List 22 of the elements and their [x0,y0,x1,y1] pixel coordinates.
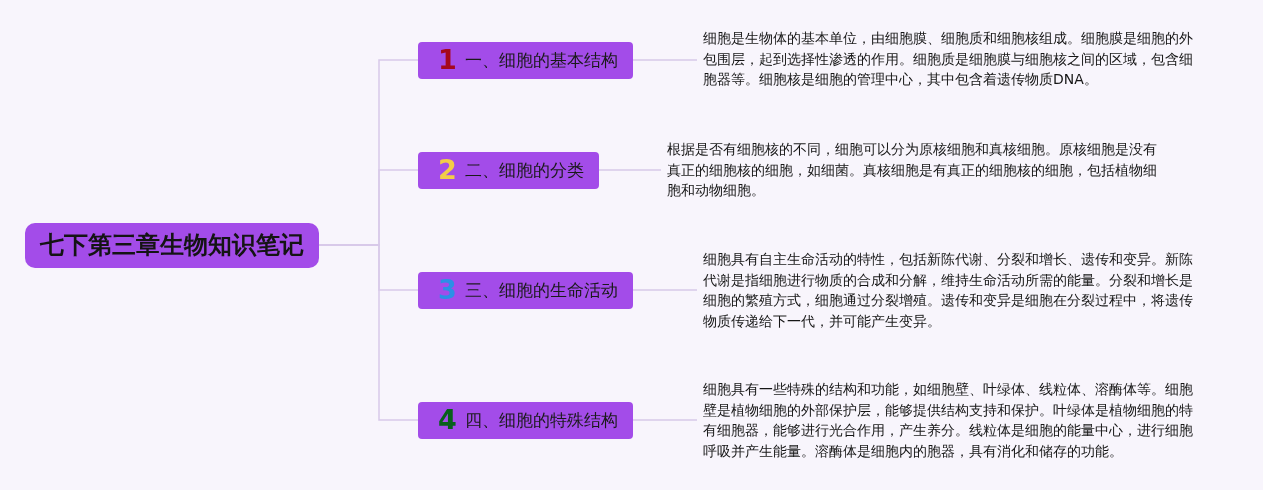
root-topic: 七下第三章生物知识笔记 [25,222,319,268]
step-number: 4 [438,405,457,435]
topic-box [418,401,633,439]
topic-title: 三、细胞的生命活动 [464,279,618,301]
step-number: 2 [438,155,457,185]
step-number: 1 [438,45,457,75]
connector-line [632,289,698,291]
connector-line [632,59,698,61]
topic-box [418,151,599,189]
note-text: 细胞是生物体的基本单位，由细胞膜、细胞质和细胞核组成。细胞膜是细胞的外包围层，起到选择性渗透的作用。细胞质是细胞膜与细胞核之间的区域，包含细胞器等。细胞核是细胞的管理中心，其中包含着遗传物质DNA。 [703,28,1197,90]
topic-box [418,41,633,79]
topic-title: 四、细胞的特殊结构 [464,409,618,431]
connector-line [632,419,698,421]
note-text: 细胞具有一些特殊的结构和功能，如细胞壁、叶绿体、线粒体、溶酶体等。细胞壁是植物细胞的外部保护层，能够提供结构支持和保护。叶绿体是植物细胞的特有细胞器，能够进行光合作用，产生养分。线粒体是细胞的能量中心，进行细胞呼吸并产生能量。溶酶体是细胞内的胞器，具有消化和储存的功能。 [703,379,1197,461]
topic-title: 一、细胞的基本结构 [464,49,618,71]
note-text: 细胞具有自主生命活动的特性，包括新陈代谢、分裂和增长、遗传和变异。新陈代谢是指细胞进行物质的合成和分解，维持生命活动所需的能量。分裂和增长是细胞的繁殖方式，细胞通过分裂增殖。遗传和变异是细胞在分裂过程中，将遗传物质传递给下一代，并可能产生变异。 [703,249,1197,331]
connector-line [598,169,662,171]
topic-title: 二、细胞的分类 [464,159,584,181]
topic-box [418,271,633,309]
connector-line [318,244,419,421]
note-text: 根据是否有细胞核的不同，细胞可以分为原核细胞和真核细胞。原核细胞是没有真正的细胞核的细胞，如细菌。真核细胞是有真正的细胞核的细胞，包括植物细胞和动物细胞。 [667,139,1161,201]
step-number: 3 [438,275,457,305]
